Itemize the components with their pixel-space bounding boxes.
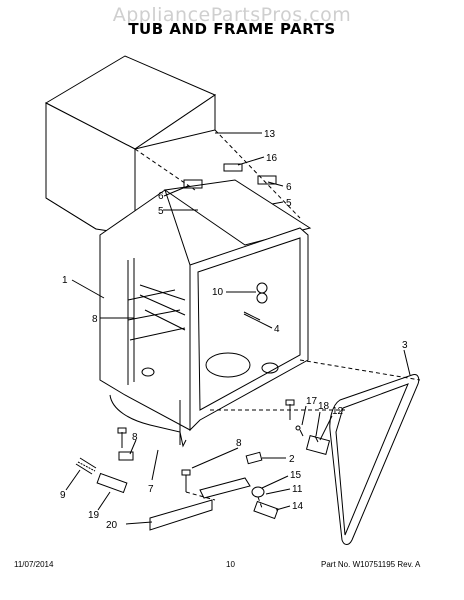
callout-18: 18: [318, 401, 330, 412]
callout-16: 16: [266, 153, 278, 164]
callout-3: 3: [402, 340, 408, 351]
callout-4: 4: [274, 324, 280, 335]
foot: [96, 451, 134, 494]
toe-panel: [149, 477, 251, 531]
bracket-screws: [295, 425, 331, 455]
callout-5-right: 5: [286, 198, 292, 209]
callout-15: 15: [290, 470, 302, 481]
callout-17: 17: [306, 396, 318, 407]
callout-2: 2: [289, 454, 295, 465]
watermark: AppliancePartsPros.com: [112, 4, 352, 26]
callout-5-left: 5: [158, 206, 164, 217]
callout-14: 14: [292, 501, 304, 512]
footer-date: 11/07/2014: [14, 560, 54, 569]
door-gasket: [329, 374, 420, 545]
tub-body: [99, 163, 312, 432]
hinge-parts: [251, 486, 279, 520]
callout-10: 10: [212, 287, 224, 298]
callout-8-upper: 8: [92, 314, 98, 325]
callout-1: 1: [62, 275, 68, 286]
callout-8-lower: 8: [132, 432, 138, 443]
callout-19: 19: [88, 510, 100, 521]
leader-lines: [65, 132, 411, 525]
insulation-blanket: [44, 55, 217, 236]
callout-8-right: 8: [236, 438, 242, 449]
callout-12: 12: [332, 406, 344, 417]
callout-6-left: 6: [158, 191, 164, 202]
footer-part-number: Part No. W10751195 Rev. A: [321, 560, 421, 569]
callout-7: 7: [148, 484, 154, 495]
frame-rail: [109, 394, 187, 448]
page-title: TUB AND FRAME PARTS: [128, 20, 336, 38]
leveling-legs: [117, 399, 295, 492]
callout-11: 11: [292, 484, 303, 495]
callout-9: 9: [60, 490, 66, 501]
callout-6-right: 6: [286, 182, 292, 193]
footer-page-number: 10: [226, 560, 235, 569]
callout-13: 13: [264, 129, 276, 140]
callout-20: 20: [106, 520, 118, 531]
alignment-lines: [134, 129, 421, 509]
spring: [75, 457, 97, 475]
clip: [245, 451, 263, 465]
